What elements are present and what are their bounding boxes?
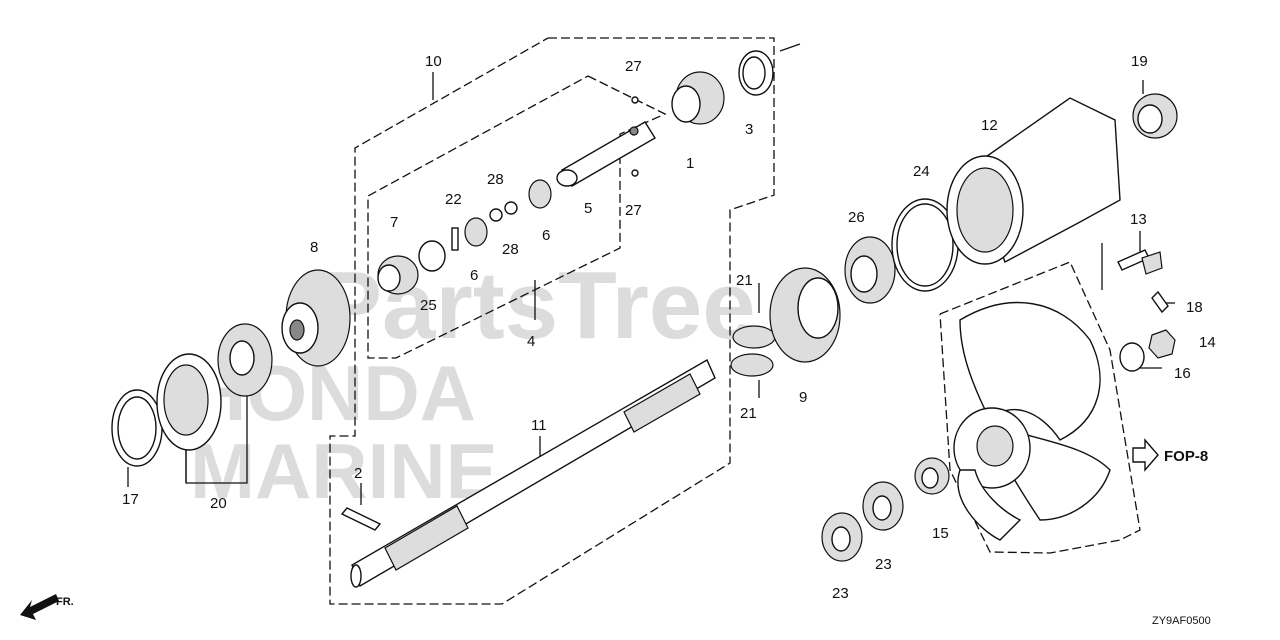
callout-8: 8 [310,239,318,256]
callouts: 10 27 3 1 28 5 27 22 6 28 7 6 25 8 4 11 … [122,53,1216,602]
shim-21a [732,325,776,349]
boundary-assembly-4 [367,75,667,359]
callout-5: 5 [584,200,592,217]
nut-14 [1148,329,1176,359]
callout-12: 12 [981,117,998,134]
circlip-25 [418,240,446,272]
front-label: FR. [56,596,74,608]
callout-14: 14 [1199,334,1216,351]
callout-2: 2 [354,465,362,482]
front-arrow-icon [20,594,59,620]
reference-label: FOP-8 [1164,448,1208,465]
parts [111,50,1178,588]
watermark-dealer-line2: MARINE [190,427,498,515]
reference-arrow-icon [1132,438,1159,472]
callout-27a: 27 [625,58,642,75]
callout-4: 4 [527,333,535,350]
callout-6a: 6 [470,267,478,284]
callout-23b: 23 [832,585,849,602]
callout-7: 7 [390,214,398,231]
cotter-pin-18 [1151,290,1169,314]
callout-23a: 23 [875,556,892,573]
callout-13: 13 [1130,211,1147,228]
callout-3: 3 [745,121,753,138]
callout-20: 20 [210,495,227,512]
callout-11: 11 [531,417,547,434]
ball-27b [631,169,639,177]
callout-19: 19 [1131,53,1148,70]
callout-21b: 21 [740,405,757,422]
callout-15: 15 [932,525,949,542]
spring-6a [464,217,488,247]
callout-21a: 21 [736,272,753,289]
callout-18: 18 [1186,299,1203,316]
callout-17: 17 [122,491,139,508]
callout-16: 16 [1174,365,1191,382]
callout-28a: 28 [487,171,504,188]
callout-28b: 28 [502,241,519,258]
shaft-pin-2 [340,507,382,531]
callout-9: 9 [799,389,807,406]
assembly-boundaries [329,37,1141,605]
reference-fop8: FOP-8 [1132,438,1208,472]
callout-25: 25 [420,297,437,314]
bearing-holder-12 [946,97,1121,265]
pin-22 [451,227,459,251]
ball-28b [504,201,518,215]
boundary-propeller [939,261,1141,554]
watermark: PartsTree HONDA MARINE [190,252,756,515]
callout-27b: 27 [625,202,642,219]
callout-24: 24 [913,163,930,180]
shim-21b [730,353,774,377]
washer-16 [1119,342,1145,372]
boundary-assembly-10 [329,37,775,605]
spring-6b [528,179,552,209]
callout-6b: 6 [542,227,550,244]
callout-26: 26 [848,209,865,226]
callout-10: 10 [425,53,442,70]
ball-27a [631,96,639,104]
callout-22: 22 [445,191,462,208]
callout-1: 1 [686,155,694,172]
ball-28a [489,208,503,222]
front-direction-marker: FR. [20,594,74,620]
propeller [953,301,1111,541]
diagram-code: ZY9AF0500 [1152,615,1211,627]
